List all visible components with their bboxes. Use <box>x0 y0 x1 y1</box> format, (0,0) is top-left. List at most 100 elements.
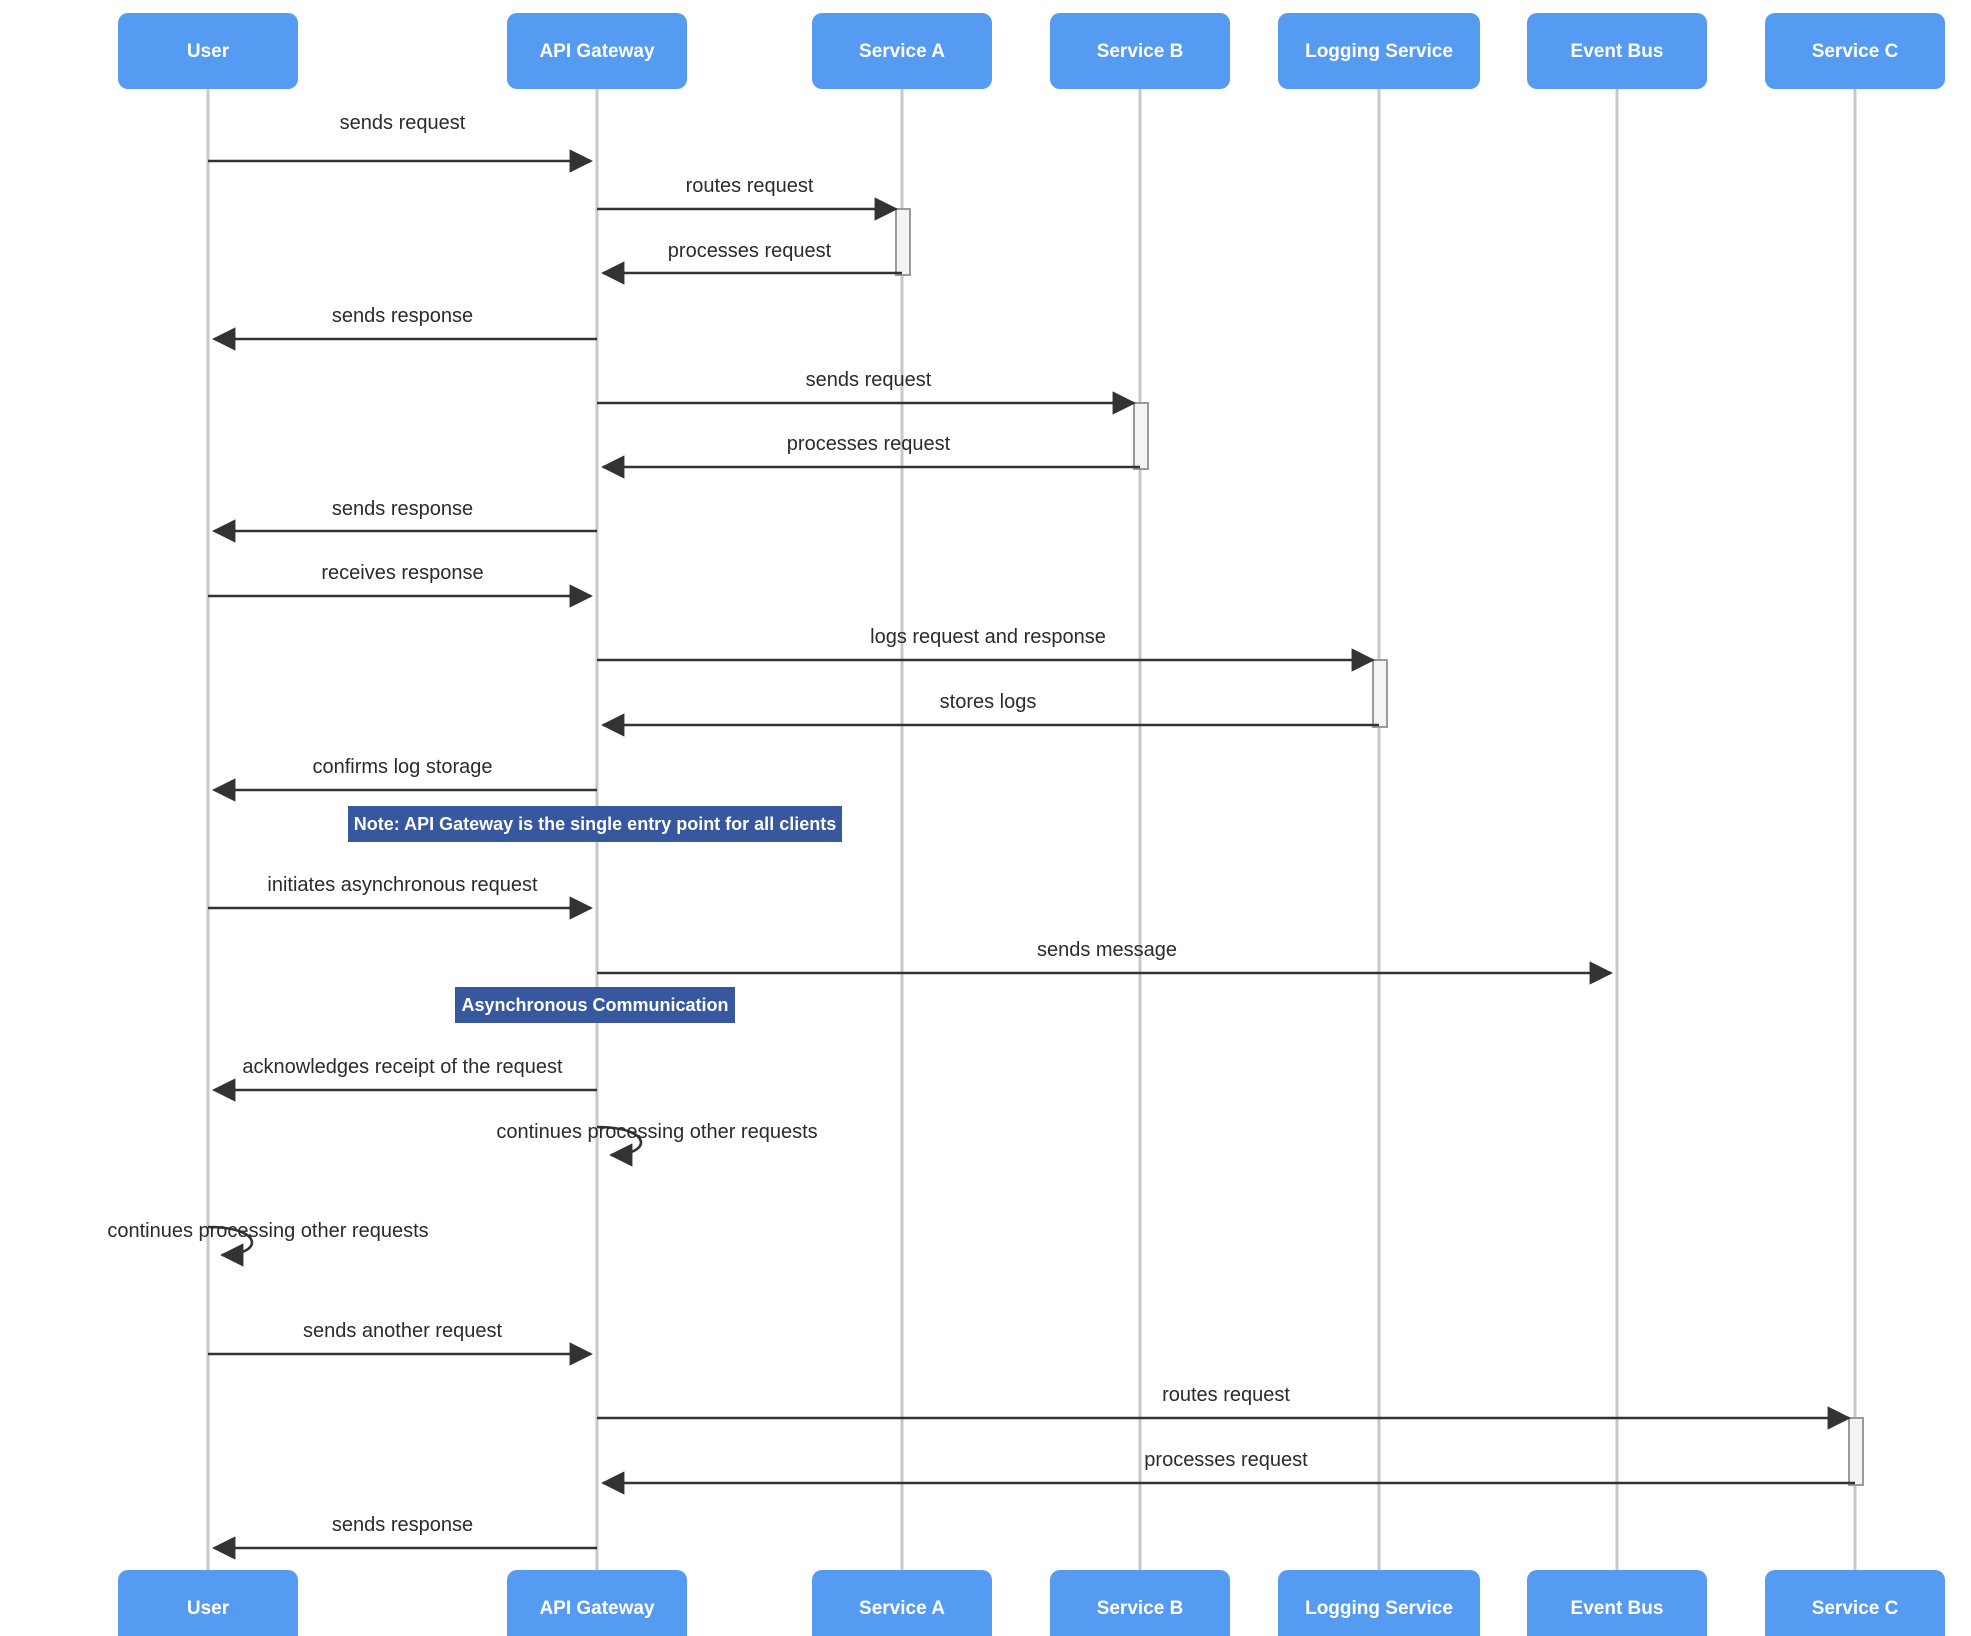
message-label-m15: continues processing other requests <box>496 1121 817 1143</box>
actor-svcc-top[interactable]: Service C <box>1765 13 1945 89</box>
message-m19: processes request <box>601 1449 1855 1495</box>
actor-box-gateway-bottom[interactable] <box>507 1570 687 1636</box>
actor-boxes-top-group: User API Gateway Service A Service B Logging… <box>118 13 1945 89</box>
message-label-m6: processes request <box>787 433 951 455</box>
message-m6: processes request <box>601 433 1140 479</box>
actor-label-svcc-bottom: Service C <box>1812 1598 1899 1619</box>
actor-svcb-top[interactable]: Service B <box>1050 13 1230 89</box>
actor-box-svca-bottom[interactable] <box>812 1570 992 1636</box>
note-box-n1 <box>348 806 842 842</box>
actor-box-svca-top[interactable] <box>812 13 992 89</box>
message-m3: processes request <box>601 240 902 285</box>
message-label-m13: sends message <box>1037 939 1177 961</box>
actor-eventbus-top[interactable]: Event Bus <box>1527 13 1707 89</box>
message-m16: continues processing other requests <box>107 1220 429 1267</box>
message-m8: receives response <box>208 562 593 608</box>
message-label-m8: receives response <box>321 562 483 584</box>
actor-eventbus-bottom[interactable]: Event Bus <box>1527 1570 1707 1636</box>
message-m13: sends message <box>597 939 1613 985</box>
message-m18: routes request <box>597 1384 1851 1430</box>
note-n1: Note: API Gateway is the single entry po… <box>348 806 842 842</box>
actor-label-gateway-top: API Gateway <box>539 41 655 62</box>
message-label-m17: sends another request <box>303 1320 502 1342</box>
actor-label-eventbus-bottom: Event Bus <box>1571 1598 1664 1619</box>
actor-gateway-top[interactable]: API Gateway <box>507 13 687 89</box>
actor-svca-top[interactable]: Service A <box>812 13 992 89</box>
message-label-m3: processes request <box>668 240 832 262</box>
actor-label-eventbus-top: Event Bus <box>1571 41 1664 62</box>
message-m14: acknowledges receipt of the request <box>212 1056 597 1102</box>
actor-svcb-bottom[interactable]: Service B <box>1050 1570 1230 1636</box>
message-label-m11: confirms log storage <box>312 756 492 778</box>
actor-label-gateway-bottom: API Gateway <box>539 1598 655 1619</box>
message-label-m9: logs request and response <box>870 626 1106 648</box>
message-label-m12: initiates asynchronous request <box>267 874 538 896</box>
message-label-m19: processes request <box>1144 1449 1308 1471</box>
actor-box-eventbus-bottom[interactable] <box>1527 1570 1707 1636</box>
message-label-m4: sends response <box>332 305 473 327</box>
activations-group <box>895 208 1864 1486</box>
actor-svcc-bottom[interactable]: Service C <box>1765 1570 1945 1636</box>
message-m20: sends response <box>212 1514 597 1560</box>
note-n2: Asynchronous Communication <box>455 987 735 1023</box>
actor-box-logging-top[interactable] <box>1278 13 1480 89</box>
note-label-n2: Asynchronous Communication <box>461 995 728 1015</box>
actor-logging-top[interactable]: Logging Service <box>1278 13 1480 89</box>
message-label-m5: sends request <box>806 369 932 391</box>
messages-group: sends request routes request processes req… <box>107 112 1855 1560</box>
message-label-m2: routes request <box>686 175 814 197</box>
message-m17: sends another request <box>208 1320 593 1366</box>
actor-label-svcb-top: Service B <box>1097 41 1184 62</box>
actor-gateway-bottom[interactable]: API Gateway <box>507 1570 687 1636</box>
actor-box-svcb-bottom[interactable] <box>1050 1570 1230 1636</box>
message-label-m14: acknowledges receipt of the request <box>242 1056 563 1078</box>
actor-label-svca-bottom: Service A <box>859 1598 945 1619</box>
activation-bar-logging <box>1372 659 1388 728</box>
message-label-m20: sends response <box>332 1514 473 1536</box>
activation-bar-svcb <box>1133 402 1149 470</box>
actor-logging-bottom[interactable]: Logging Service <box>1278 1570 1480 1636</box>
message-label-m16: continues processing other requests <box>107 1220 428 1242</box>
message-m12: initiates asynchronous request <box>208 874 593 920</box>
message-m4: sends response <box>212 305 597 351</box>
actor-box-eventbus-top[interactable] <box>1527 13 1707 89</box>
message-label-m18: routes request <box>1162 1384 1290 1406</box>
message-m7: sends response <box>212 498 597 543</box>
actor-label-svcc-top: Service C <box>1812 41 1899 62</box>
actor-box-svcc-top[interactable] <box>1765 13 1945 89</box>
actor-svca-bottom[interactable]: Service A <box>812 1570 992 1636</box>
self-loop-arrow-user <box>207 1225 254 1267</box>
actor-label-logging-top: Logging Service <box>1305 41 1453 62</box>
actor-box-gateway-top[interactable] <box>507 13 687 89</box>
self-loop-arrow-gateway <box>596 1125 643 1167</box>
message-m10: stores logs <box>601 691 1379 737</box>
message-label-m10: stores logs <box>940 691 1037 713</box>
message-label-m1: sends request <box>340 112 466 134</box>
activation-bar-svca <box>895 208 911 276</box>
actor-box-logging-bottom[interactable] <box>1278 1570 1480 1636</box>
note-box-n2 <box>455 987 735 1023</box>
message-m1: sends request <box>208 112 593 173</box>
lifelines-group <box>206 89 1857 1570</box>
message-label-m7: sends response <box>332 498 473 520</box>
message-m9: logs request and response <box>597 626 1375 672</box>
activation-bar-svcc <box>1848 1417 1864 1486</box>
notes-group: Note: API Gateway is the single entry po… <box>348 806 842 1023</box>
actor-label-svcb-bottom: Service B <box>1097 1598 1184 1619</box>
actor-user-bottom[interactable]: User <box>118 1570 298 1636</box>
actor-box-svcb-top[interactable] <box>1050 13 1230 89</box>
actor-label-logging-bottom: Logging Service <box>1305 1598 1453 1619</box>
message-m11: confirms log storage <box>212 756 597 802</box>
actor-boxes-bottom-group: User API Gateway Service A Service B Logging… <box>118 1570 1945 1636</box>
actor-user-top[interactable]: User <box>118 13 298 89</box>
message-m2: routes request <box>597 175 898 221</box>
message-m5: sends request <box>597 369 1136 415</box>
message-m15: continues processing other requests <box>496 1121 818 1167</box>
actor-label-user-top: User <box>187 41 230 62</box>
actor-box-svcc-bottom[interactable] <box>1765 1570 1945 1636</box>
actor-box-user-bottom[interactable] <box>118 1570 298 1636</box>
actor-box-user-top[interactable] <box>118 13 298 89</box>
actor-label-svca-top: Service A <box>859 41 945 62</box>
